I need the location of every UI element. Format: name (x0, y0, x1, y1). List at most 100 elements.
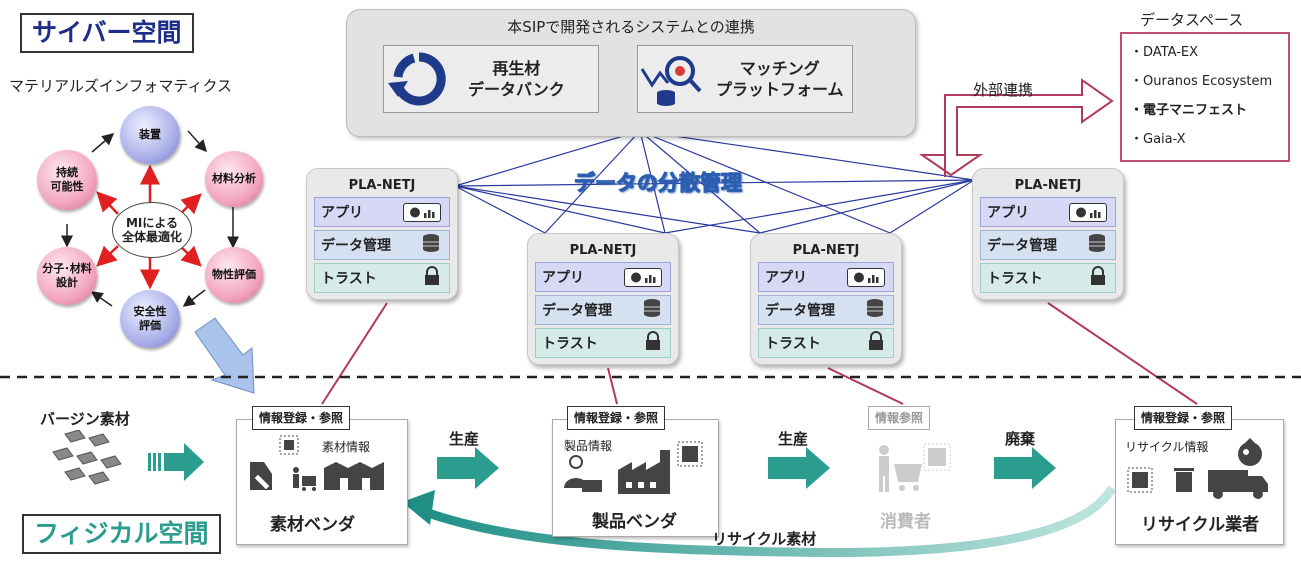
pla-trust-label: トラスト (542, 336, 598, 352)
material-vendor-icons (250, 435, 384, 491)
data-space-list: ・DATA-EX ・Ouranos Ecosystem ・電子マニフェスト ・G… (1120, 32, 1290, 162)
lock-icon (423, 266, 441, 290)
mi-center-optimization: MIによる 全体最適化 (112, 202, 192, 258)
mi-node-molecular-design: 分子･材料 設計 (37, 247, 97, 305)
lock-icon (1089, 266, 1107, 290)
disposal-label: 廃棄 (1005, 430, 1036, 448)
pla-data-row: データ管理 (980, 230, 1116, 260)
pla-trust-row: トラスト (980, 263, 1116, 293)
database-icon (865, 298, 885, 322)
recycled-databank-label: 再生材 データバンク (468, 59, 565, 99)
info-reference-tag: 情報参照 (868, 406, 931, 430)
product-info-label: 製品情報 (564, 439, 613, 453)
sip-title: 本SIPで開発されるシステムとの連携 (507, 18, 755, 36)
data-space-item: ・DATA-EX (1130, 45, 1199, 60)
produce-label-1: 生産 (449, 430, 480, 448)
pla-data-row: データ管理 (535, 295, 671, 325)
mi-node-sustainability: 持続 可能性 (37, 150, 97, 210)
pla-trust-label: トラスト (987, 271, 1043, 287)
pla-node-3: PLA-NETJ アプリ データ管理 トラスト (750, 233, 902, 365)
pla-title: PLA-NETJ (569, 243, 637, 258)
chart-app-icon (624, 267, 662, 287)
pla-data-label: データ管理 (321, 238, 391, 254)
matching-platform-card: マッチング プラットフォーム (637, 45, 853, 113)
material-info-label: 素材情報 (322, 440, 371, 454)
external-link-arrow (918, 78, 1114, 177)
database-icon (1087, 233, 1107, 257)
recycle-info-label: リサイクル情報 (1125, 440, 1209, 454)
product-vendor-name: 製品ベンダ (592, 512, 677, 532)
pla-app-label: アプリ (542, 270, 584, 286)
pla-node-1: PLA-NETJ アプリ データ管理 トラスト (306, 168, 458, 300)
lock-icon (867, 331, 885, 355)
mi-node-property-eval: 物性評価 (205, 247, 263, 303)
pla-data-label: データ管理 (765, 303, 835, 319)
pla-data-label: データ管理 (987, 238, 1057, 254)
mi-node-equipment: 装置 (120, 106, 180, 164)
database-icon (421, 233, 441, 257)
pla-app-row: アプリ (980, 197, 1116, 227)
consumer-name: 消費者 (880, 512, 931, 532)
physical-space-label: フィジカル空間 (22, 514, 221, 554)
data-space-title: データスペース (1140, 11, 1244, 29)
matching-search-icon (640, 56, 702, 106)
info-register-tag: 情報登録・参照 (1134, 406, 1233, 430)
input-arrow (148, 443, 204, 481)
chart-app-icon (847, 267, 885, 287)
produce-label-2: 生産 (778, 430, 809, 448)
product-vendor-icons (564, 441, 703, 494)
mi-cycle-arrows (61, 130, 239, 307)
data-space-item: ・Ouranos Ecosystem (1130, 74, 1273, 89)
info-register-tag: 情報登録・参照 (252, 406, 351, 430)
recycled-material-label: リサイクル素材 (712, 530, 817, 548)
pla-data-row: データ管理 (314, 230, 450, 260)
pla-data-label: データ管理 (542, 303, 612, 319)
chart-app-icon (1069, 202, 1107, 222)
pla-app-label: アプリ (987, 205, 1029, 221)
data-space-item: ・電子マニフェスト (1130, 103, 1248, 118)
pla-node-2: PLA-NETJ アプリ データ管理 トラスト (527, 233, 679, 365)
pla-app-row: アプリ (535, 262, 671, 292)
cyber-space-label: サイバー空間 (20, 13, 194, 53)
pla-node-4: PLA-NETJ アプリ データ管理 トラスト (972, 168, 1124, 300)
sip-panel: 本SIPで開発されるシステムとの連携 再生材 データバンク マッチング プラット… (346, 9, 916, 137)
data-space-item: ・Gaia-X (1130, 132, 1186, 147)
shopping-cart-icon (879, 443, 951, 492)
material-vendor-name: 素材ベンダ (270, 515, 355, 535)
cycle-icon (388, 52, 446, 106)
virgin-material-label: バージン素材 (40, 410, 130, 428)
recycler-name: リサイクル業者 (1141, 515, 1260, 535)
recycle-arrow-head (402, 490, 435, 525)
pla-app-label: アプリ (765, 270, 807, 286)
lock-icon (644, 331, 662, 355)
mi-title: マテリアルズインフォマティクス (9, 77, 233, 95)
pla-trust-row: トラスト (535, 328, 671, 358)
network-mesh (454, 130, 975, 234)
recycle-return-arrow (418, 485, 1116, 557)
mi-center-arrows (96, 164, 202, 290)
distributed-management-label: データの分散管理 (574, 171, 743, 196)
external-link-label: 外部連携 (973, 81, 1034, 99)
pla-app-row: アプリ (758, 262, 894, 292)
pla-title: PLA-NETJ (1014, 178, 1082, 193)
material-blocks-icon (52, 430, 122, 485)
chart-app-icon (403, 202, 441, 222)
disposal-arrow (994, 447, 1056, 489)
mi-node-material-analysis: 材料分析 (205, 151, 263, 207)
pla-trust-row: トラスト (758, 328, 894, 358)
matching-platform-label: マッチング プラットフォーム (716, 59, 844, 99)
produce-arrow-2 (768, 447, 830, 489)
pla-trust-row: トラスト (314, 263, 450, 293)
pla-app-row: アプリ (314, 197, 450, 227)
produce-arrow-1 (437, 447, 499, 489)
recycled-databank-card: 再生材 データバンク (383, 45, 599, 113)
pla-data-row: データ管理 (758, 295, 894, 325)
info-register-tag: 情報登録・参照 (567, 406, 666, 430)
pla-trust-label: トラスト (321, 271, 377, 287)
pla-title: PLA-NETJ (792, 243, 860, 258)
pla-app-label: アプリ (321, 205, 363, 221)
mi-to-physical-arrow (194, 317, 255, 394)
database-icon (642, 298, 662, 322)
pla-trust-label: トラスト (765, 336, 821, 352)
